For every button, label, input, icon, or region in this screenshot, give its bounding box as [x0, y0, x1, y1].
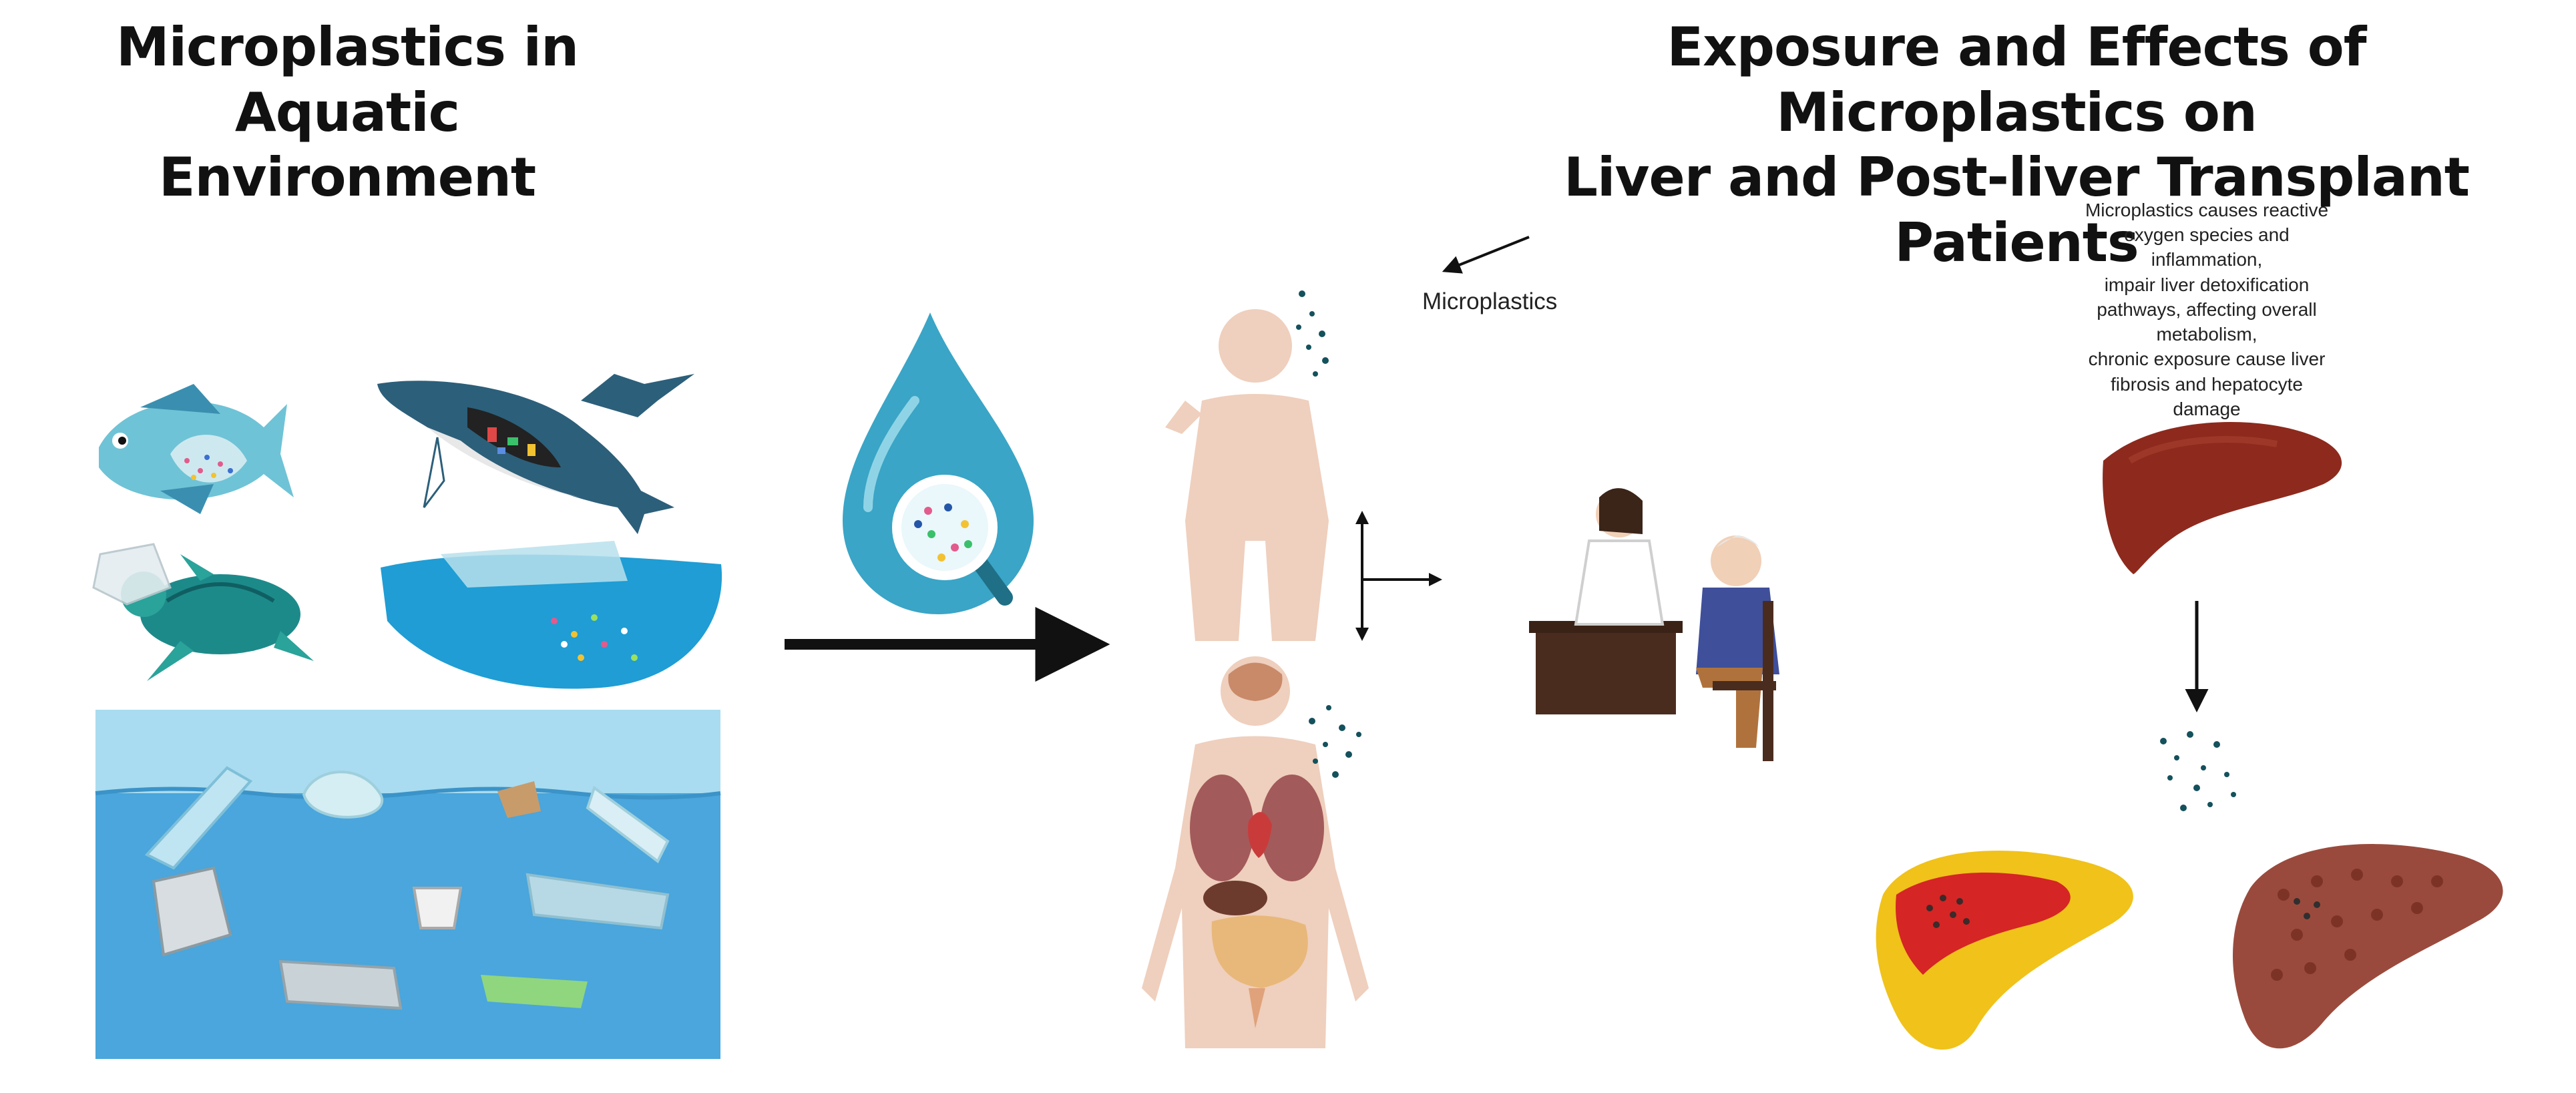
effects-note-line-4: pathways, affecting overall: [2097, 298, 2317, 320]
polluted-ocean-icon: [95, 710, 721, 1059]
cirrhotic-liver-icon: [2232, 844, 2503, 1049]
microplastic-particles-icon: [1296, 290, 1329, 377]
effects-note: Microplastics causes reactive oxygen spe…: [2077, 198, 2337, 421]
left-title-line-2: Environment: [158, 146, 536, 209]
effects-note-line-7: fibrosis and hepatocyte damage: [2111, 373, 2303, 419]
effects-note-line-5: metabolism,: [2156, 324, 2258, 345]
left-panel-title: Microplastics in Aquatic Environment: [13, 15, 681, 210]
human-silhouette-icon: [1165, 309, 1329, 641]
right-panel-title: Exposure and Effects of Microplastics on…: [1469, 15, 2564, 275]
healthy-liver-icon: [2103, 422, 2342, 574]
whale-icon: [377, 374, 694, 534]
microplastics-label: Microplastics: [1422, 288, 1558, 314]
microplastic-particles-icon: [1309, 705, 1361, 778]
plastic-bag-icon: [92, 543, 172, 606]
fish-icon: [99, 384, 294, 514]
microplastics-pointer-arrow: [1442, 236, 1530, 274]
right-title-line-2: Liver and Post-liver Transplant Patients: [1563, 146, 2470, 274]
left-title-line-1: Microplastics in Aquatic: [116, 16, 579, 144]
wave-icon: [381, 541, 722, 689]
fatty-liver-icon: [1876, 851, 2133, 1050]
effects-note-line-3: impair liver detoxification: [2104, 274, 2310, 295]
human-anatomy-icon: [1142, 656, 1369, 1048]
effects-note-line-2: oxygen species and inflammation,: [2124, 224, 2290, 270]
effects-note-line-1: Microplastics causes reactive: [2085, 200, 2329, 220]
doctor-patient-icon: [1529, 488, 1779, 761]
right-title-line-1: Exposure and Effects of Microplastics on: [1667, 16, 2366, 144]
effects-note-line-6: chronic exposure cause liver: [2088, 349, 2326, 370]
microplastic-particles-icon: [2160, 731, 2236, 811]
magnifier-icon: [892, 475, 1013, 606]
